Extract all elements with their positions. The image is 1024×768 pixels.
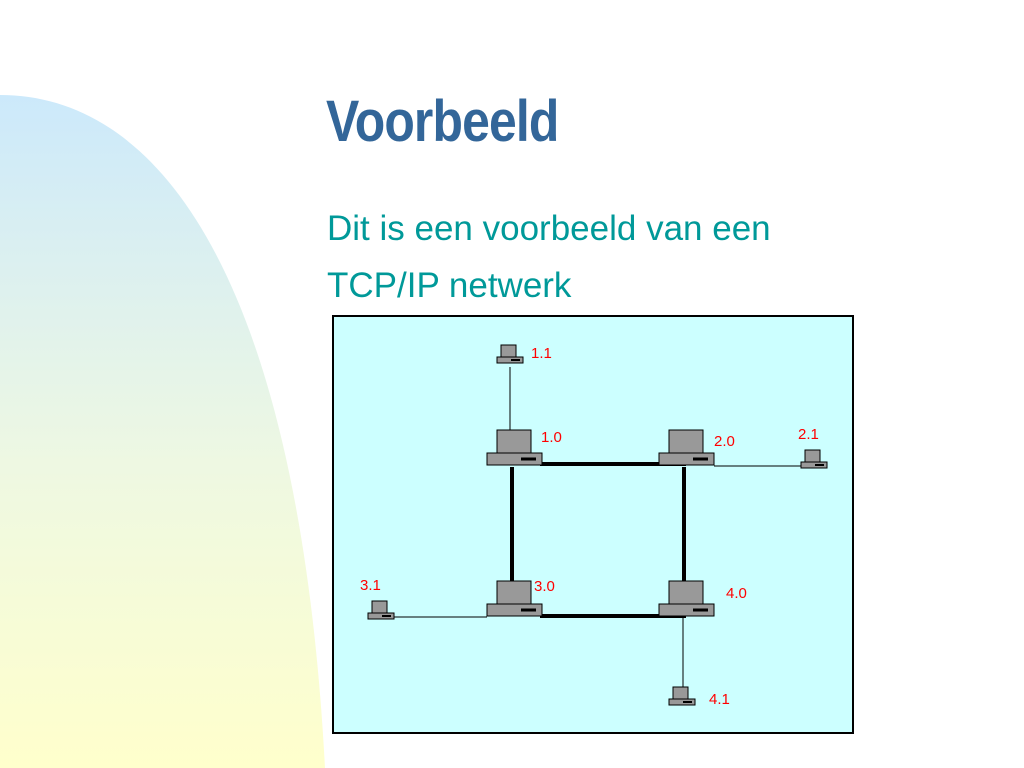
slide-body-text: Dit is een voorbeeld van een TCP/IP netw… (327, 200, 887, 314)
label-router-4-0: 4.0 (726, 585, 747, 602)
label-host-4-1: 4.1 (709, 691, 730, 708)
slide-title: Voorbeeld (326, 89, 559, 154)
body-line-1: Dit is een voorbeeld van een (327, 209, 771, 248)
label-host-2-1: 2.1 (798, 426, 819, 443)
network-diagram: 1.1 1.0 2.0 2.1 3.1 3.0 4.0 4.1 (332, 315, 854, 734)
diagram-background (332, 315, 854, 734)
label-host-3-1: 3.1 (360, 577, 381, 594)
body-line-2: TCP/IP netwerk (327, 266, 572, 305)
label-router-1-0: 1.0 (541, 429, 562, 446)
label-router-3-0: 3.0 (534, 578, 555, 595)
label-router-2-0: 2.0 (714, 433, 735, 450)
label-host-1-1: 1.1 (531, 345, 552, 362)
